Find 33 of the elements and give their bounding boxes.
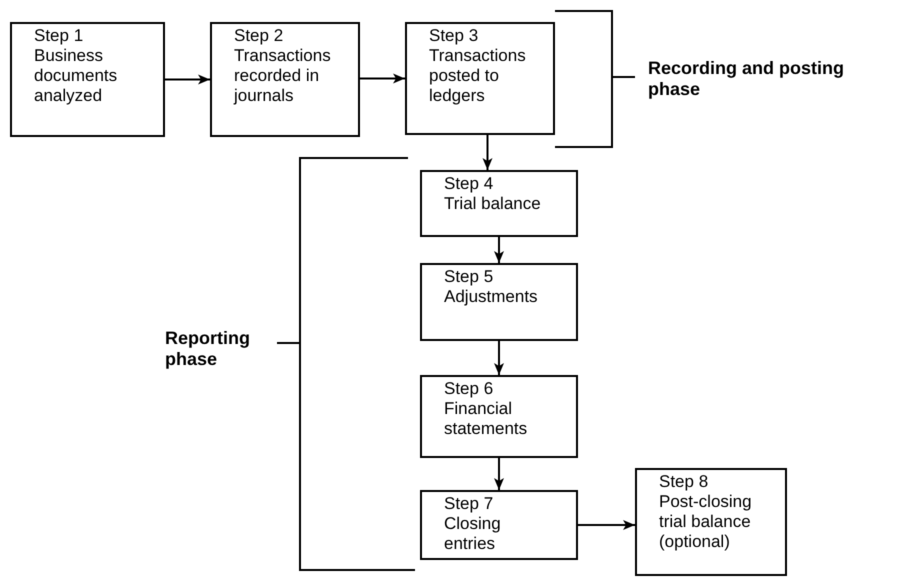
- step-text: Post-closing trial balance (optional): [659, 492, 753, 552]
- process-box: [405, 22, 555, 135]
- step-heading: Step 2: [234, 26, 284, 46]
- process-box: [420, 490, 578, 560]
- process-box: [420, 263, 578, 341]
- arrow: [165, 74, 210, 84]
- process-box: [635, 468, 787, 576]
- step-heading: Step 3: [429, 26, 480, 46]
- phase-label: Recording and posting phase: [648, 58, 845, 100]
- process-box: [10, 22, 165, 137]
- arrow: [494, 458, 504, 490]
- arrow: [494, 341, 504, 375]
- step-text: Transactions recorded in journals: [234, 46, 332, 106]
- step-text: Transactions posted to ledgers: [429, 46, 527, 106]
- step-heading: Step 4: [444, 174, 494, 194]
- arrow: [494, 237, 504, 263]
- step-heading: Step 1: [34, 26, 84, 46]
- step-heading: Step 7: [444, 494, 494, 514]
- arrow: [578, 520, 635, 530]
- step-heading: Step 8: [659, 472, 710, 492]
- arrow: [482, 135, 492, 170]
- process-box: [210, 22, 360, 137]
- step-text: Closing entries: [444, 514, 502, 554]
- step-text: Financial statements: [444, 399, 528, 439]
- step-text: Trial balance: [444, 194, 542, 214]
- phase-label: Reporting phase: [165, 328, 251, 370]
- process-box: [420, 170, 578, 237]
- step-heading: Step 5: [444, 267, 494, 287]
- step-heading: Step 6: [444, 379, 494, 399]
- step-text: Adjustments: [444, 287, 539, 307]
- process-box: [420, 375, 578, 458]
- step-text: Business documents analyzed: [34, 46, 118, 106]
- arrow: [360, 74, 405, 84]
